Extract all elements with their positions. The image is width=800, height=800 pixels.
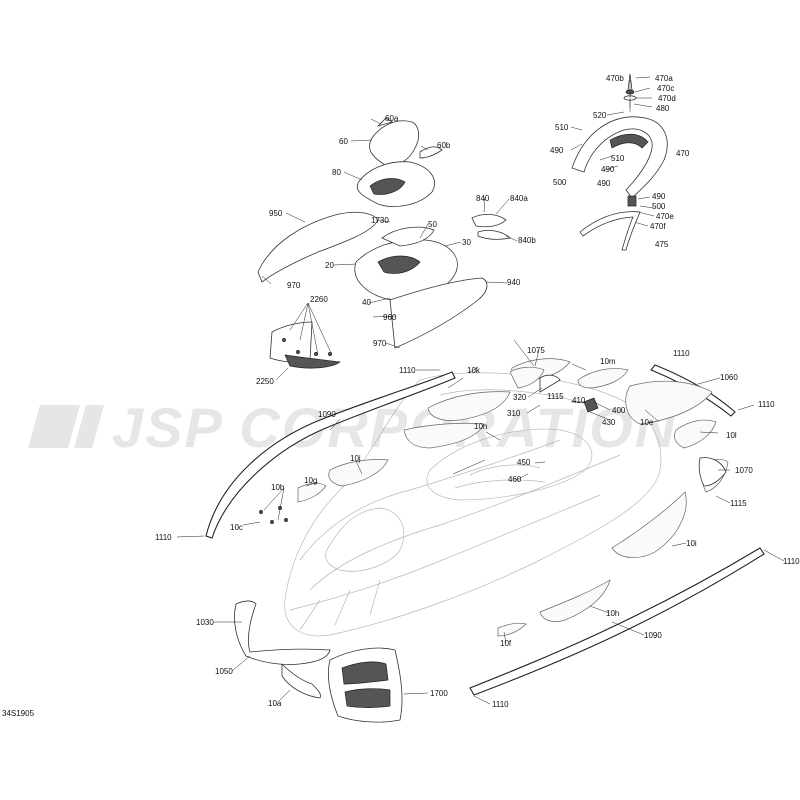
callout-40: 40: [362, 298, 371, 307]
callout-490-low: 490: [597, 179, 611, 188]
callout-520: 520: [593, 111, 607, 120]
front-nose-parts: [234, 374, 727, 723]
watermark-text: JSP CORPORATION: [112, 396, 677, 459]
callout-10k: 10k: [467, 366, 481, 375]
callout-10h: 10h: [606, 609, 619, 618]
callout-960: 960: [383, 313, 397, 322]
callout-60b: 60b: [437, 141, 451, 150]
callout-510-top: 510: [555, 123, 569, 132]
callout-410: 410: [572, 396, 586, 405]
callout-840: 840: [476, 194, 490, 203]
callout-2250: 2250: [256, 377, 274, 386]
callout-20: 20: [325, 261, 334, 270]
callout-10g: 10g: [304, 476, 317, 485]
callout-1110-far-right: 1110: [783, 557, 800, 566]
hull-body: [284, 372, 662, 637]
callout-1075: 1075: [527, 346, 545, 355]
callout-470c: 470c: [657, 84, 674, 93]
callout-30: 30: [462, 238, 471, 247]
callout-10e: 10e: [640, 418, 654, 427]
callout-1115-top: 1115: [547, 392, 564, 401]
callout-840a: 840a: [510, 194, 528, 203]
callout-310: 310: [507, 409, 521, 418]
callout-950: 950: [269, 209, 283, 218]
callout-430: 430: [602, 418, 616, 427]
callout-1110-bottom: 1110: [492, 700, 509, 709]
right-rub-rail: [469, 547, 765, 696]
callout-470: 470: [676, 149, 690, 158]
rear-rail-1060: [650, 364, 736, 417]
callout-970-top: 970: [287, 281, 301, 290]
callout-1115-right: 1115: [730, 499, 747, 508]
grab-handle-470: [570, 73, 668, 251]
callout-10b: 10b: [271, 483, 285, 492]
callout-1090-left: 1090: [318, 410, 336, 419]
watermark-logo: JSP CORPORATION: [28, 396, 677, 459]
callout-470b: 470b: [606, 74, 624, 83]
callout-1030: 1030: [196, 618, 214, 627]
diagram-code: 34S1905: [2, 709, 35, 718]
callout-2260: 2260: [310, 295, 328, 304]
callout-470f: 470f: [650, 222, 666, 231]
callout-1730: 1730: [371, 216, 389, 225]
callout-1060: 1060: [720, 373, 738, 382]
callout-500-right: 500: [652, 202, 666, 211]
callout-10j: 10j: [350, 454, 361, 463]
callout-10c: 10c: [230, 523, 243, 532]
callout-840b: 840b: [518, 236, 536, 245]
callout-1110-top-right: 1110: [673, 349, 690, 358]
callout-10i: 10i: [686, 539, 697, 548]
left-rub-rail: [205, 371, 456, 539]
callout-470d: 470d: [658, 94, 676, 103]
callout-1110-right: 1110: [758, 400, 775, 409]
callout-460: 460: [508, 475, 522, 484]
callout-1110-top-left: 1110: [399, 366, 416, 375]
storage-cover-assembly: [257, 117, 511, 369]
callout-10n: 10n: [474, 422, 487, 431]
callout-490-left: 490: [550, 146, 564, 155]
callout-60a: 60a: [385, 114, 399, 123]
callout-450: 450: [517, 458, 531, 467]
callout-470a: 470a: [655, 74, 673, 83]
callout-10l: 10l: [726, 431, 737, 440]
callout-320: 320: [513, 393, 527, 402]
callout-510-mid: 510: [611, 154, 625, 163]
callout-490-mid: 490: [601, 165, 615, 174]
callout-940: 940: [507, 278, 521, 287]
callout-500-left: 500: [553, 178, 567, 187]
callout-80: 80: [332, 168, 341, 177]
callout-1110-left: 1110: [155, 533, 172, 542]
callout-1050: 1050: [215, 667, 233, 676]
callout-970-mid: 970: [373, 339, 387, 348]
callout-10f: 10f: [500, 639, 512, 648]
callout-470e: 470e: [656, 212, 674, 221]
callout-1070: 1070: [735, 466, 753, 475]
callout-400: 400: [612, 406, 626, 415]
callout-475: 475: [655, 240, 669, 249]
callout-480: 480: [656, 104, 670, 113]
callout-10m: 10m: [600, 357, 616, 366]
callout-labels: 470b 470a 470c 470d 480 520 510 490 510 …: [2, 74, 800, 718]
callout-50: 50: [428, 220, 437, 229]
leader-lines: [176, 118, 785, 705]
decals: [297, 358, 729, 637]
callout-1090-right: 1090: [644, 631, 662, 640]
callout-60: 60: [339, 137, 348, 146]
callout-10a: 10a: [268, 699, 282, 708]
callout-1700: 1700: [430, 689, 448, 698]
callout-490-right: 490: [652, 192, 666, 201]
